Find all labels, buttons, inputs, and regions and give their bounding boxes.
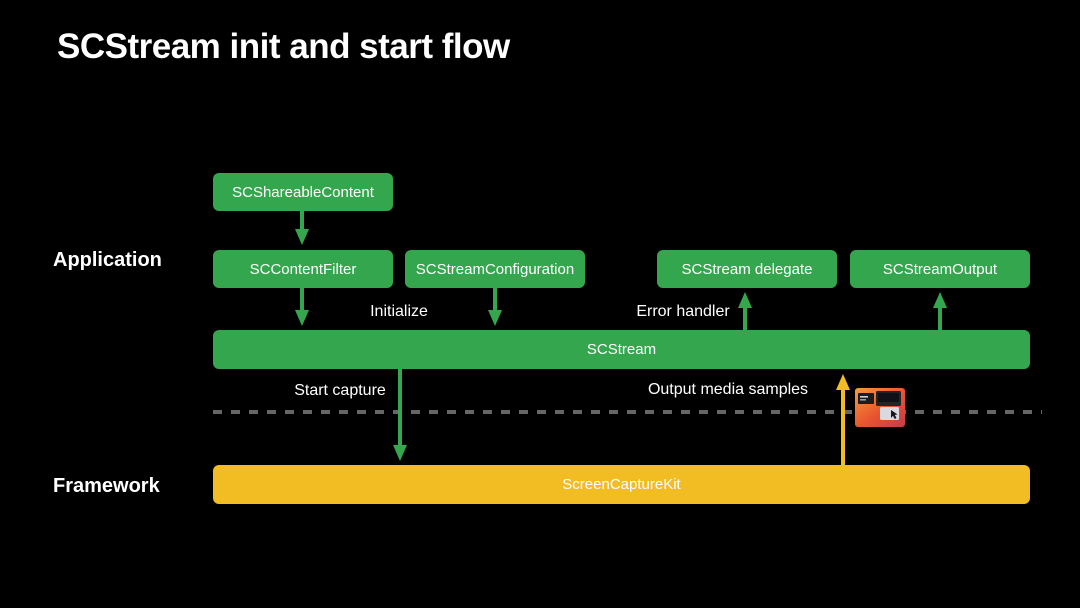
node-sccontentfilter: SCContentFilter: [213, 250, 393, 288]
edge-label-error-handler: Error handler: [636, 303, 730, 320]
screencapturekit-app-icon: [855, 388, 905, 427]
layer-label-framework: Framework: [53, 475, 160, 497]
icon-window-text-line: [860, 396, 868, 398]
node-scshareablecontent: SCShareableContent: [213, 173, 393, 211]
node-label: SCStream: [586, 341, 657, 358]
node-scstream-bar: SCStream: [213, 330, 1030, 369]
page-title: SCStream init and start flow: [57, 27, 510, 66]
node-label: SCStreamOutput: [882, 260, 998, 278]
edge-label-output-media-samples: Output media samples: [647, 381, 809, 398]
node-label: SCContentFilter: [249, 260, 357, 278]
edge-label-initialize: Initialize: [370, 303, 428, 320]
edge-label-start-capture: Start capture: [294, 382, 386, 399]
node-screencapturekit-bar: ScreenCaptureKit: [213, 465, 1030, 504]
node-label: ScreenCaptureKit: [562, 476, 681, 493]
node-label: SCStream delegate: [681, 260, 813, 278]
node-label: SCStreamConfiguration: [415, 260, 575, 278]
node-scstreamconfiguration: SCStreamConfiguration: [405, 250, 585, 288]
node-scstream-delegate: SCStream delegate: [657, 250, 837, 288]
node-label: SCShareableContent: [232, 183, 374, 201]
layer-label-application: Application: [53, 249, 162, 271]
icon-window-screen: [878, 393, 899, 402]
icon-cursor: [891, 410, 898, 419]
icon-window-text-line: [860, 399, 866, 401]
node-scstreamoutput: SCStreamOutput: [850, 250, 1030, 288]
icon-window-small: [858, 393, 874, 404]
